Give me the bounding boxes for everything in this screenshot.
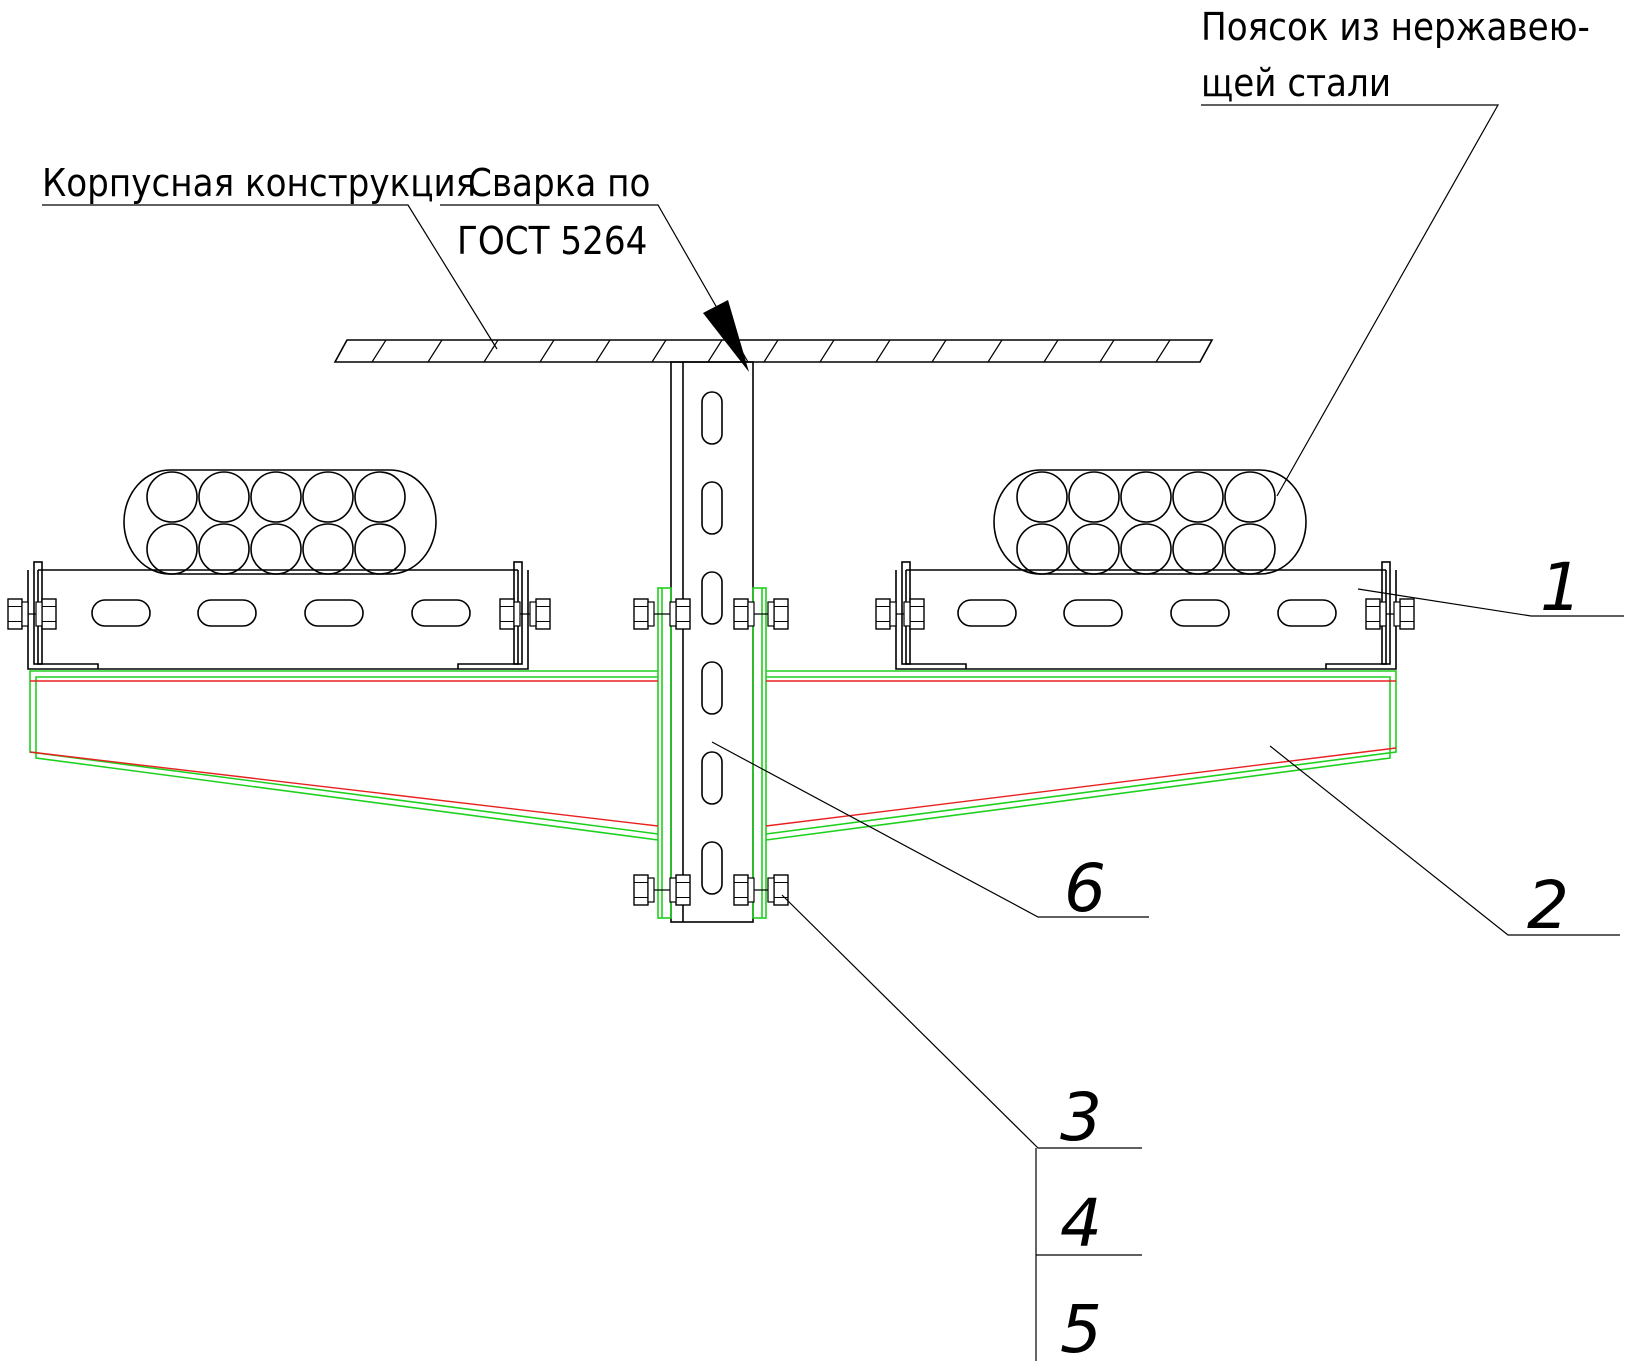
- clamp-strap: [29, 670, 1397, 841]
- leader-lines: [42, 104, 1624, 1361]
- cable-tray-left: [27, 561, 529, 670]
- strut-side-plates: [657, 587, 767, 919]
- cable-bundle-right: [993, 469, 1307, 575]
- cable-tray-right: [895, 561, 1397, 670]
- position-1: 1: [1540, 549, 1582, 626]
- position-3: 3: [1060, 1079, 1102, 1156]
- weld-label-line2: ГОСТ 5264: [457, 219, 647, 263]
- weld-arrow: [440, 204, 749, 372]
- belt-label-line1: Поясок из нержавею-: [1201, 5, 1590, 49]
- position-2: 2: [1527, 867, 1569, 944]
- position-4: 4: [1060, 1185, 1102, 1262]
- hull-plate: [333, 339, 1214, 363]
- bolt-assemblies: [7, 598, 1415, 906]
- position-5: 5: [1060, 1291, 1102, 1368]
- belt-label-line2: щей стали: [1201, 61, 1391, 105]
- position-6: 6: [1064, 850, 1106, 927]
- hull-label: Корпусная конструкция: [42, 161, 476, 205]
- weld-label-line1: Сварка по: [468, 161, 650, 205]
- cable-bundle-left: [123, 469, 437, 575]
- vertical-strut: [670, 361, 754, 923]
